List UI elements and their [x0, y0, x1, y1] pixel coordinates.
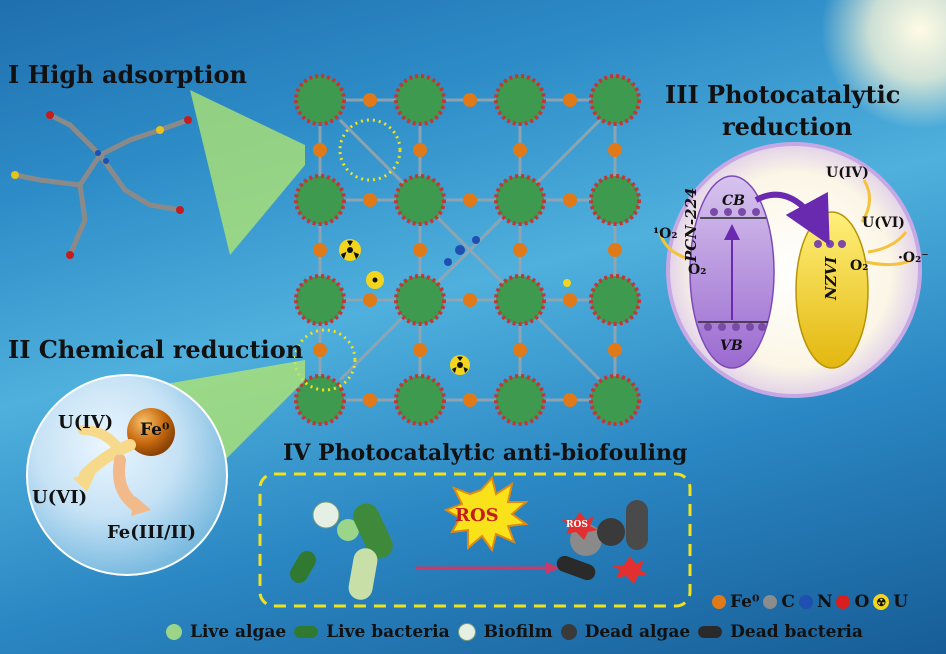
chem-u4-label: U(IV) — [58, 412, 114, 433]
o-atom-icon — [836, 595, 851, 609]
fe0-sphere — [127, 408, 175, 456]
section-title-photocatalytic-reduction-line1: III Photocatalytic — [665, 80, 901, 109]
band-vb-label: VB — [720, 338, 743, 354]
n-atoms — [444, 236, 480, 266]
ros-big-label: ROS — [455, 505, 499, 526]
dead-bacteria-icon — [698, 626, 723, 638]
live-algae-icon — [166, 624, 182, 640]
mof-nodes — [294, 74, 641, 426]
fe-atom-icon — [712, 595, 726, 609]
sun-glow — [820, 0, 946, 130]
section-title-anti-biofouling: IV Photocatalytic anti-biofouling — [283, 440, 688, 466]
superoxide-label: ·O₂⁻ — [898, 250, 929, 266]
live-organisms — [290, 501, 393, 600]
ros-small-label: ROS — [566, 520, 588, 530]
o2-right-label: O₂ — [850, 258, 869, 274]
ros-burst — [443, 475, 529, 553]
photocatalysis-panel — [658, 142, 922, 398]
legend-n-label: N — [816, 592, 833, 612]
section-title-photocatalytic-reduction-line2: reduction — [722, 112, 853, 141]
legend-live-bacteria-label: Live bacteria — [326, 622, 450, 642]
legend-biofilm-label: Biofilm — [483, 622, 553, 642]
c-atom-icon — [763, 595, 778, 609]
chem-u6-label: U(VI) — [32, 487, 88, 508]
biofilm-icon — [457, 623, 476, 641]
uranium-icons — [339, 239, 571, 375]
band-cb-label: CB — [722, 193, 745, 209]
o2-left-label: O₂ — [688, 262, 707, 278]
section-title-chemical-reduction: II Chemical reduction — [8, 335, 304, 364]
atom-legend: Fe⁰ C N O ☢ U — [712, 592, 908, 612]
dead-organisms — [556, 500, 648, 584]
legend-fe-label: Fe⁰ — [730, 592, 760, 612]
legend-u-label: U — [893, 592, 909, 612]
u6-label: U(VI) — [862, 215, 905, 231]
highlight-circles — [293, 118, 402, 392]
legend-dead-algae-label: Dead algae — [584, 622, 691, 642]
bio-legend: Live algae Live bacteria Biofilm Dead al… — [166, 622, 863, 642]
nzvi-label: NZVI — [822, 256, 840, 300]
nzvi-particle — [795, 211, 869, 369]
mof-framework — [293, 74, 641, 426]
legend-live-algae-label: Live algae — [190, 622, 287, 642]
live-bacteria-icon — [294, 626, 319, 638]
u4-label: U(IV) — [826, 165, 869, 181]
section-title-high-adsorption: I High adsorption — [8, 60, 247, 89]
pcn224-label: PCN-224 — [682, 187, 700, 262]
n-atom-icon — [798, 595, 813, 609]
singlet-o2-label: ¹O₂ — [653, 226, 678, 242]
dead-algae-icon — [560, 624, 577, 640]
legend-c-label: C — [781, 592, 795, 612]
chem-fe0-label: Fe⁰ — [140, 420, 170, 440]
radiation-icon: ☢ — [873, 594, 890, 610]
fe-particles — [313, 93, 622, 407]
chemical-reduction-bubble — [26, 374, 228, 576]
chem-fe32-label: Fe(III/II) — [107, 522, 196, 543]
porphyrin-molecule — [11, 111, 192, 259]
legend-o-label: O — [854, 592, 870, 612]
legend-dead-bacteria-label: Dead bacteria — [730, 622, 863, 642]
anti-biofouling-box — [258, 472, 692, 608]
